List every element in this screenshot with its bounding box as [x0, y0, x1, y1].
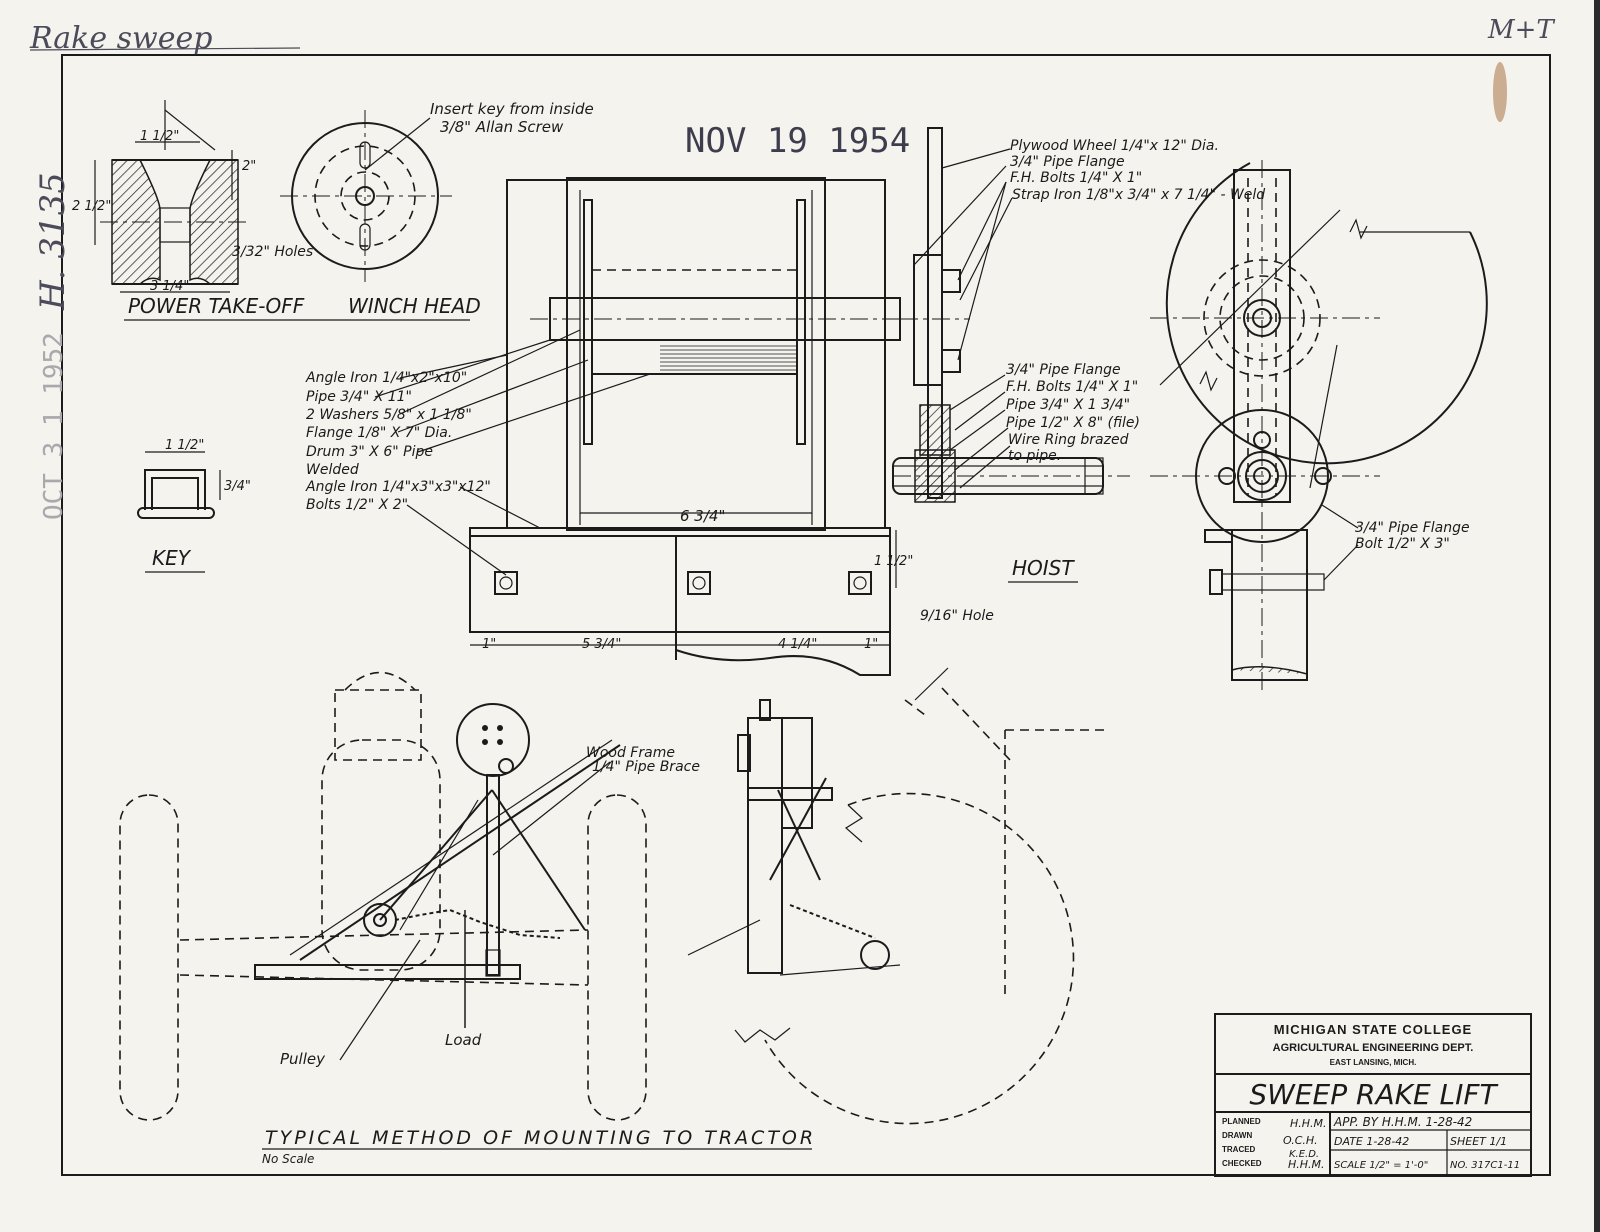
drum-leaders: [374, 329, 651, 576]
base-dim-mid: 5 3/4": [582, 637, 621, 652]
drawing-date: DATE 1-28-42: [1334, 1135, 1409, 1148]
pto-section-view: [94, 100, 250, 293]
hoist-label-bolt: Bolt 1/2" X 3": [1355, 536, 1450, 552]
mount-label-brace: 1/4" Pipe Brace: [592, 759, 700, 775]
wheel-label-flange: 3/4" Pipe Flange: [1010, 154, 1125, 170]
drum-label-angle-iron: Angle Iron 1/4"x2"x10": [305, 370, 467, 386]
shaft-label-flange: 3/4" Pipe Flange: [1006, 362, 1121, 378]
key-dim-height: 3/4": [224, 479, 251, 494]
mount-label-frame: Wood Frame: [586, 745, 675, 761]
hoist-label-flange: 3/4" Pipe Flange: [1355, 520, 1470, 536]
paper-edge-shadow: [1594, 0, 1600, 1232]
pto-holes-label: 3/32" Holes: [232, 244, 313, 260]
drum-label-washers: 2 Washers 5/8" x 1 1/8": [306, 407, 472, 423]
planned-label: PLANNED: [1222, 1117, 1261, 1126]
wheel-label-strap: Strap Iron 1/8"x 3/4" x 7 1/4" - Weld: [1012, 187, 1265, 203]
pto-title: POWER TAKE-OFF: [128, 294, 305, 318]
shaft-label-to-pipe: to pipe.: [1008, 448, 1061, 464]
top-note: Rake sweep: [29, 21, 212, 56]
stain-mark: [1493, 62, 1507, 122]
base-dim-inner: 6 3/4": [680, 507, 725, 525]
wheel-side-view: [892, 127, 1130, 503]
drum-label-flange: Flange 1/8" X 7" Dia.: [306, 425, 452, 441]
tractor-mounting-view: [119, 667, 1105, 1125]
drawing-scale: SCALE 1/2" = 1'-0": [1334, 1160, 1428, 1171]
corner-note: M+T: [1487, 15, 1555, 45]
pto-dim-bottom: 3 1/4": [150, 279, 189, 294]
top-note-underline: [29, 47, 301, 51]
title-city: EAST LANSING, MICH.: [1330, 1058, 1417, 1067]
wheel-label-bolts: F.H. Bolts 1/4" X 1": [1010, 170, 1142, 186]
key-title: KEY: [152, 546, 192, 570]
date-stamp: NOV 19 1954: [685, 121, 910, 161]
drawing-number: NO. 317C1-11: [1450, 1160, 1520, 1171]
mount-subtitle: No Scale: [262, 1152, 314, 1166]
shaft-label-bolts: F.H. Bolts 1/4" X 1": [1006, 379, 1138, 395]
key-view: [137, 451, 221, 519]
traced-value: K.E.D.: [1289, 1149, 1319, 1160]
hoist-title: HOIST: [1012, 556, 1075, 580]
base-dim-height: 1 1/2": [874, 554, 913, 569]
base-dim-end: 1": [864, 637, 878, 652]
winch-title: WINCH HEAD: [348, 294, 481, 318]
winch-note-screw: 3/8" Allan Screw: [440, 118, 564, 136]
base-dim-right: 4 1/4": [778, 637, 817, 652]
drum-label-angle-base: Angle Iron 1/4"x3"x3"x12": [305, 479, 491, 495]
traced-label: TRACED: [1222, 1145, 1256, 1154]
checked-value: H.H.M.: [1288, 1158, 1325, 1171]
drum-label-pipe: Pipe 3/4" X 11": [306, 389, 412, 405]
hoist-end-view: [1150, 160, 1488, 690]
drawn-value: O.C.H.: [1283, 1134, 1318, 1147]
sheet-number: SHEET 1/1: [1450, 1135, 1507, 1148]
mount-label-load: Load: [445, 1031, 482, 1049]
drum-label-welded: Welded: [306, 462, 359, 478]
pto-dim-left: 2 1/2": [72, 199, 111, 214]
base-hole-label: 9/16" Hole: [920, 608, 994, 624]
winch-head-end-view: [280, 110, 452, 282]
drawing-border: [61, 54, 1551, 1176]
key-dim-width: 1 1/2": [165, 438, 204, 453]
received-stamp: OCT 3 1 1952: [39, 332, 69, 520]
planned-value: H.H.M.: [1290, 1117, 1327, 1130]
base-dim-left: 1": [482, 637, 496, 652]
checked-label: CHECKED: [1222, 1159, 1262, 1168]
title-org: MICHIGAN STATE COLLEGE: [1274, 1022, 1472, 1037]
shaft-label-wire-ring: Wire Ring brazed: [1008, 432, 1129, 448]
pto-dim-height: 2": [242, 159, 256, 174]
wheel-label-plywood: Plywood Wheel 1/4"x 12" Dia.: [1010, 138, 1219, 154]
drum-label-bolts: Bolts 1/2" X 2": [306, 497, 408, 513]
title-block: [1214, 1013, 1532, 1177]
pto-dim-top: 1 1/2": [140, 129, 179, 144]
title-dept: AGRICULTURAL ENGINEERING DEPT.: [1273, 1042, 1474, 1054]
wheel-leaders: [913, 148, 1065, 489]
drawn-label: DRAWN: [1222, 1131, 1252, 1140]
side-note: H. 3135: [33, 172, 73, 311]
mount-title: TYPICAL METHOD OF MOUNTING TO TRACTOR: [265, 1127, 816, 1149]
shaft-label-pipe-long: Pipe 1/2" X 8" (file): [1006, 415, 1140, 431]
drum-label-drum: Drum 3" X 6" Pipe: [306, 444, 433, 460]
shaft-label-pipe-short: Pipe 3/4" X 1 3/4": [1006, 397, 1130, 413]
drawing-title: SWEEP RAKE LIFT: [1249, 1078, 1498, 1111]
approved-by: APP. BY H.H.M. 1-28-42: [1333, 1115, 1472, 1129]
winch-note-key: Insert key from inside: [430, 100, 594, 118]
mount-label-pulley: Pulley: [280, 1050, 326, 1068]
